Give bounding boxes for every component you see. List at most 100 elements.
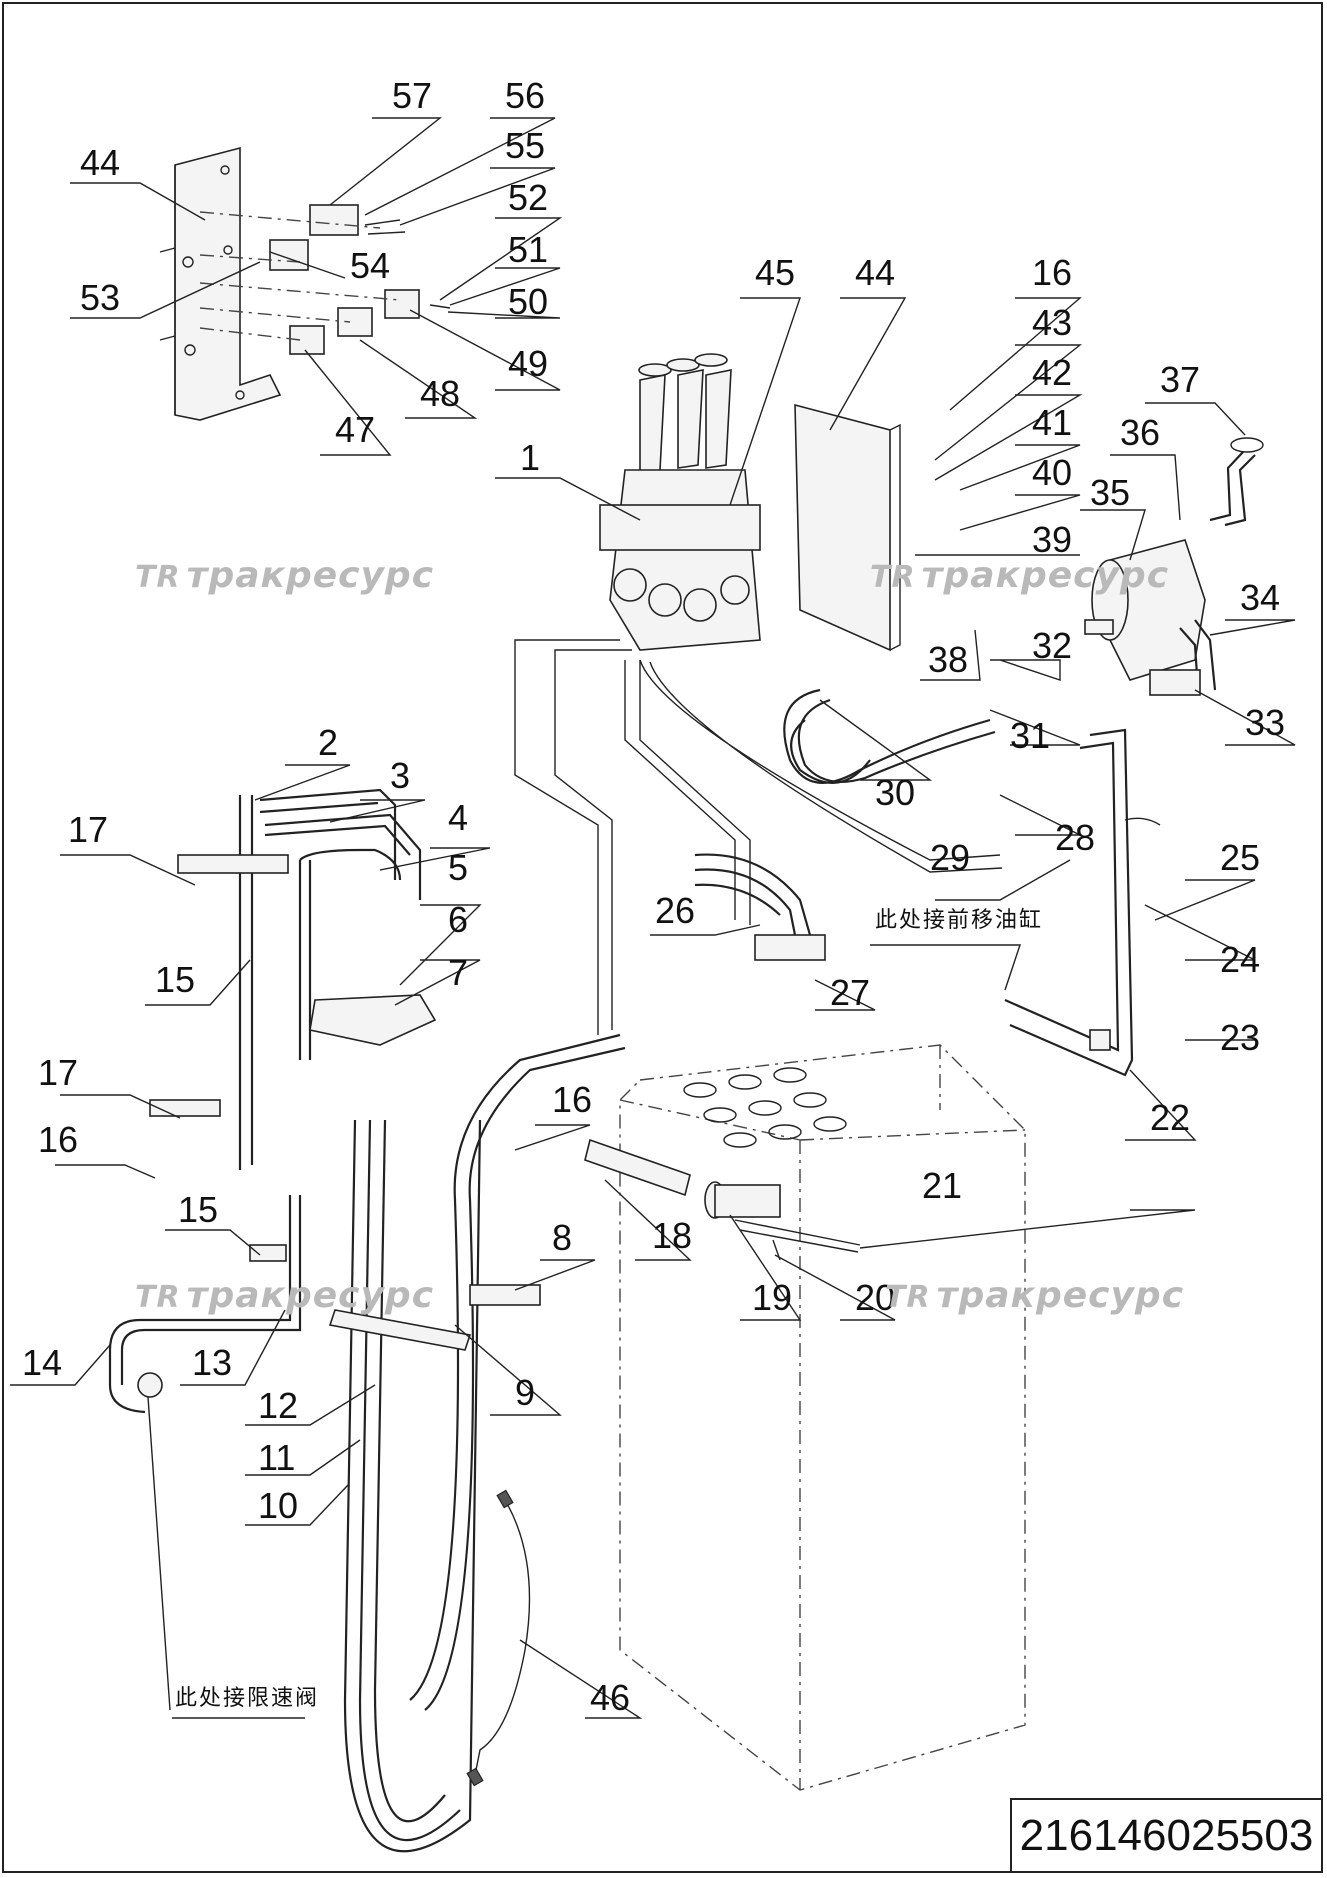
callout-34: 34 [1240, 577, 1281, 618]
callout-41: 41 [1032, 402, 1073, 443]
callout-30: 30 [875, 772, 916, 813]
cable-46 [474, 1499, 531, 1776]
callout-5: 5 [448, 847, 469, 888]
callout-18: 18 [652, 1215, 693, 1256]
callout-35: 35 [1090, 472, 1131, 513]
callout-54: 54 [350, 245, 391, 286]
watermark-text: тракресурс [936, 1275, 1185, 1316]
callout-39: 39 [1032, 519, 1073, 560]
watermark-text: тракресурс [186, 1275, 435, 1316]
control-valve-1 [599, 353, 761, 651]
watermark-logo: TR [885, 1280, 931, 1315]
tube-14 [108, 1195, 302, 1414]
line-29 [624, 660, 751, 925]
bracket-9 [328, 1309, 472, 1351]
hose-26 [694, 853, 812, 936]
callout-21: 21 [922, 1165, 963, 1206]
callout-8: 8 [552, 1217, 573, 1258]
callout-45: 45 [755, 252, 796, 293]
callout-36: 36 [1120, 412, 1161, 453]
callout-12: 12 [258, 1385, 299, 1426]
callout-53: 53 [80, 277, 121, 318]
callout-19: 19 [752, 1277, 793, 1318]
callout-52: 52 [508, 177, 549, 218]
callout-15: 15 [178, 1189, 219, 1230]
callout-3: 3 [390, 755, 411, 796]
tube-24 [1004, 728, 1134, 1077]
callout-44: 44 [855, 252, 896, 293]
watermark-text: тракресурс [186, 555, 435, 596]
callout-27: 27 [830, 972, 871, 1013]
watermark-logo: TR [135, 560, 181, 595]
callout-43: 43 [1032, 302, 1073, 343]
callout-2: 2 [318, 722, 339, 763]
pin-21 [734, 1219, 861, 1253]
tube-3 [264, 813, 422, 900]
callout-6: 6 [448, 899, 469, 940]
doc-number: 216146025503 [1019, 1810, 1314, 1860]
callout-31: 31 [1010, 715, 1051, 756]
callout-16: 16 [38, 1119, 79, 1160]
callout-9: 9 [515, 1372, 536, 1413]
callout-57: 57 [392, 75, 433, 116]
tube-vertical-left [238, 795, 254, 1170]
callout-22: 22 [1150, 1097, 1191, 1138]
callout-33: 33 [1245, 702, 1286, 743]
callout-16: 16 [1032, 252, 1073, 293]
watermark-logo: TR [135, 1280, 181, 1315]
callout-24: 24 [1220, 939, 1261, 980]
watermark-logo: TR [870, 560, 916, 595]
callout-26: 26 [655, 890, 696, 931]
battery-box [619, 1044, 1026, 1791]
bracket-8 [469, 1284, 541, 1306]
callout-37: 37 [1160, 359, 1201, 400]
callout-48: 48 [420, 373, 461, 414]
line-valve-down [514, 639, 632, 1035]
note-front-cylinder: 此处接前移油缸 [875, 908, 1044, 933]
callout-11: 11 [258, 1437, 296, 1478]
callout-49: 49 [508, 343, 549, 384]
callout-40: 40 [1032, 452, 1073, 493]
callout-16: 16 [552, 1079, 593, 1120]
mounting-plate-44-left [159, 146, 282, 421]
callout-4: 4 [448, 797, 469, 838]
callout-38: 38 [928, 639, 969, 680]
tube-2 [259, 788, 397, 880]
hose-37 [1209, 451, 1256, 527]
hydraulic-pump-35 [1084, 539, 1206, 681]
hose-31 [783, 688, 991, 784]
callout-44: 44 [80, 142, 121, 183]
callout-47: 47 [335, 409, 376, 450]
callout-55: 55 [505, 125, 546, 166]
callout-15: 15 [155, 959, 196, 1000]
callout-50: 50 [508, 281, 549, 322]
callout-20: 20 [855, 1277, 896, 1318]
clamp-27 [754, 934, 826, 961]
callout-17: 17 [68, 809, 109, 850]
callout-29: 29 [930, 837, 971, 878]
valve-bracket-44 [794, 403, 901, 652]
callout-14: 14 [22, 1342, 63, 1383]
note-speed-limit-valve: 此处接限速阀 [175, 1686, 320, 1711]
callout-28: 28 [1055, 817, 1096, 858]
callout-51: 51 [508, 229, 549, 270]
callout-42: 42 [1032, 352, 1073, 393]
callout-46: 46 [590, 1677, 631, 1718]
leader-lines [10, 117, 1296, 1719]
callout-7: 7 [448, 952, 469, 993]
plate-18 [584, 1138, 691, 1197]
callout-56: 56 [505, 75, 546, 116]
hose-10 [343, 1119, 482, 1853]
watermark-text: тракресурс [921, 555, 1170, 596]
callout-17: 17 [38, 1052, 79, 1093]
doc-number-box: 216146025503 [1010, 1798, 1323, 1873]
callout-1: 1 [520, 437, 541, 478]
bracket-7 [309, 994, 437, 1046]
